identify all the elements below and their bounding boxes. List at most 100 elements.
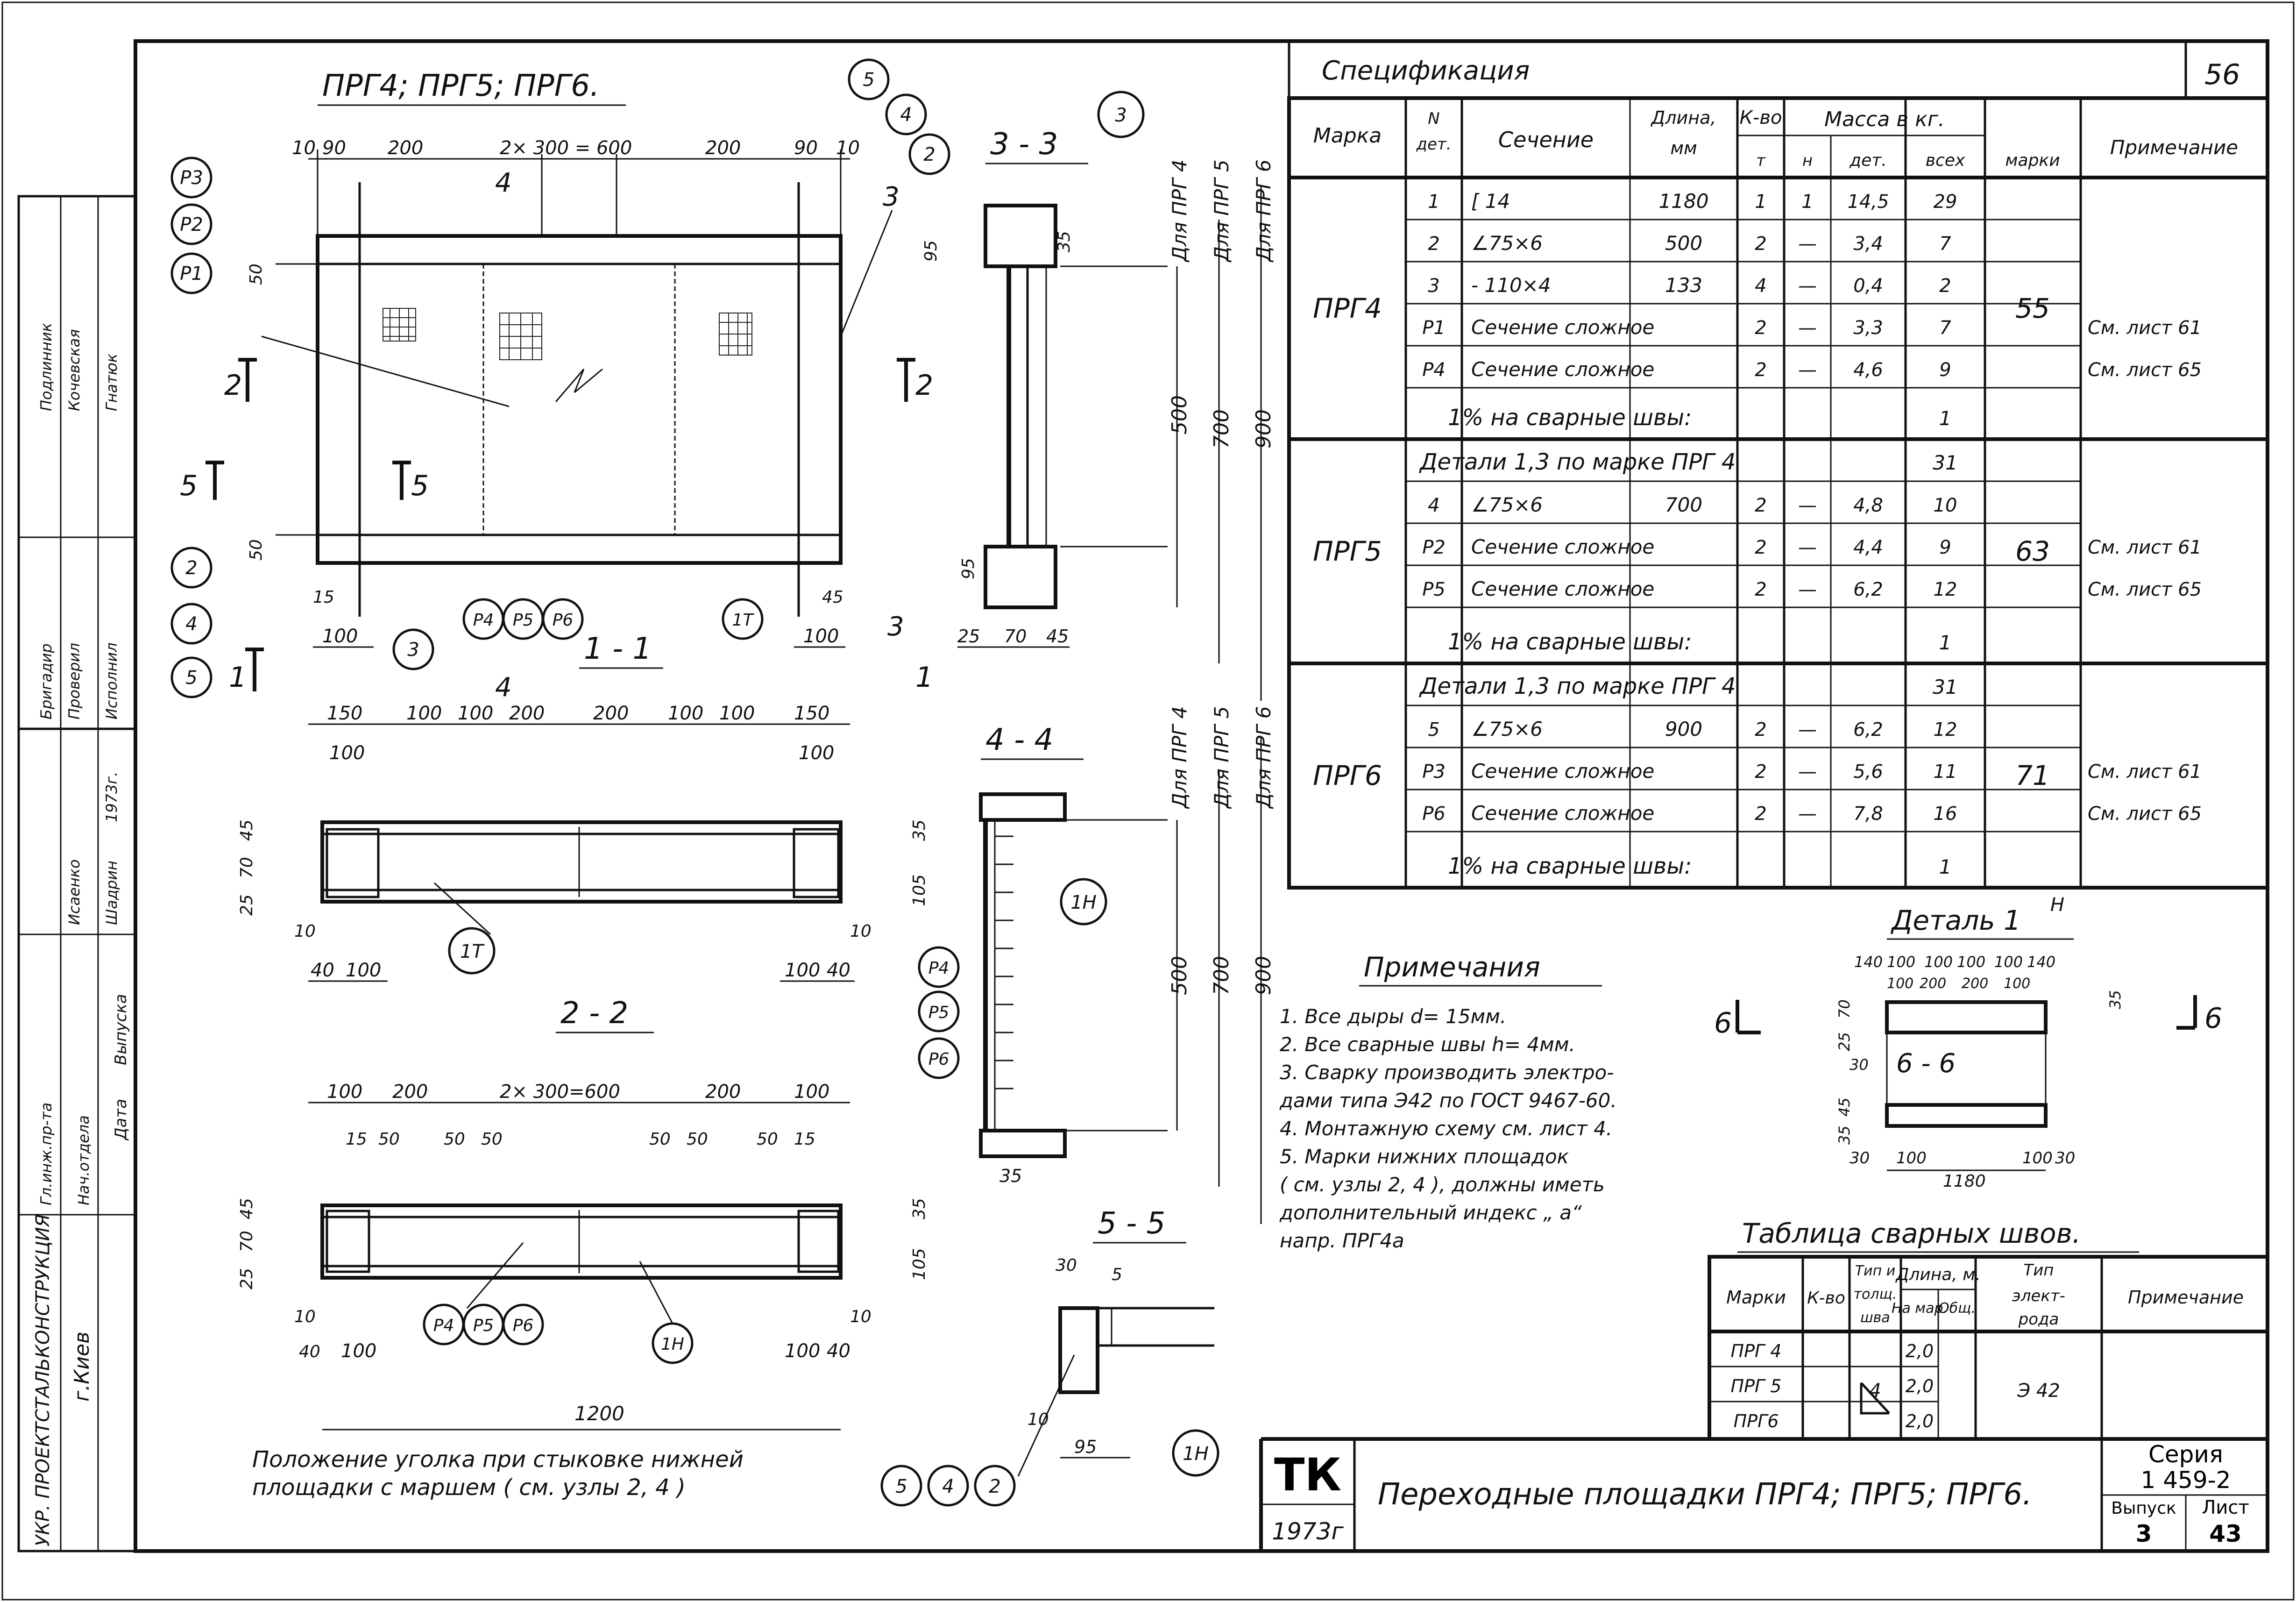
spec-head-row: Детали 1,3 по марке ПРГ 4 xyxy=(1419,673,1736,699)
bubble-label: 4 xyxy=(942,1476,954,1497)
table-cell-text: 1 xyxy=(1755,191,1766,213)
dim-label: 30 xyxy=(1850,1149,1870,1168)
dim-label: 35 xyxy=(1055,231,1074,252)
table-cell-text: Сечение сложное xyxy=(1471,316,1654,339)
table-cell-text: — xyxy=(1798,803,1817,825)
spec-note: См. лист 61 xyxy=(2088,761,2202,783)
dim-label: 40 xyxy=(299,1342,320,1361)
table-cell-text: — xyxy=(1798,233,1817,255)
bubble-label: 5 xyxy=(185,667,197,689)
note-line: дами типа Э42 по ГОСТ 9467-60. xyxy=(1279,1089,1617,1112)
bubble-label: 5 xyxy=(863,69,874,91)
dim-label: 50 xyxy=(444,1130,465,1149)
side-name: Шадрин xyxy=(103,861,120,925)
dim-label: 70 xyxy=(237,857,256,878)
table-cell-text: 9 xyxy=(1939,359,1951,381)
table-cell-text: 4,6 xyxy=(1853,359,1883,381)
note-line: 3. Сварку производить электро- xyxy=(1280,1061,1614,1084)
for-label: Для ПРГ 4 xyxy=(1168,159,1191,263)
side-role: Бригадир xyxy=(37,643,55,719)
weld-header: рода xyxy=(2018,1310,2059,1329)
cut-mark: 3 xyxy=(887,612,904,642)
dim-label: 900 xyxy=(1252,956,1276,995)
table-cell-text: 2 xyxy=(1755,579,1766,600)
spec-note: См. лист 65 xyxy=(2088,579,2202,600)
dim-label: 100 xyxy=(794,1081,829,1103)
dim-label: 100 xyxy=(719,703,755,724)
weld-header: Примечание xyxy=(2128,1287,2244,1308)
dim-label: 100 xyxy=(1887,953,1915,971)
dim-label: 10 xyxy=(850,1307,872,1326)
table-cell-text: — xyxy=(1798,495,1817,516)
dim-label: 100 xyxy=(1896,1149,1927,1168)
dim-label: 45 xyxy=(822,588,843,607)
detail-sup: Н xyxy=(2050,894,2064,916)
dim-label: 10 xyxy=(836,137,860,159)
dim-label: 35 xyxy=(910,819,929,841)
sheet-label: Лист xyxy=(2202,1497,2249,1518)
spec-weld-row: 1% на сварные швы: xyxy=(1448,629,1692,655)
dim-label: 10 xyxy=(294,922,316,941)
spec-header: К-во xyxy=(1740,107,1782,128)
dim-label: 30 xyxy=(1850,1056,1869,1074)
bubble-label: Р6 xyxy=(553,611,574,630)
table-cell-text: ∠75×6 xyxy=(1471,718,1543,740)
dim-label: 900 xyxy=(1252,409,1276,449)
dim-label: 15 xyxy=(794,1130,815,1149)
bubble-label: 3 xyxy=(407,639,419,661)
dim-label: 90 xyxy=(794,137,818,159)
table-cell-text: 4,4 xyxy=(1853,537,1883,558)
bubble-label: Р6 xyxy=(513,1316,534,1335)
table-cell-text: 1 xyxy=(1939,855,1952,878)
spec-mark: ПРГ5 xyxy=(1313,535,1382,567)
dim-label: 95 xyxy=(921,240,941,262)
dim-label: 45 xyxy=(237,1198,256,1219)
table-cell-text: 12 xyxy=(1934,719,1957,740)
table-cell-text: 6,2 xyxy=(1853,719,1883,740)
side-name: Исаенко xyxy=(65,859,83,925)
table-cell-text: 7 xyxy=(1939,233,1951,255)
weld-header: элект- xyxy=(2012,1287,2065,1305)
spec-header: марки xyxy=(2005,151,2060,170)
section-3-3: 3 - 3 500 700 900 Для ПРГ 4 Для ПРГ 5 Дл… xyxy=(921,127,1276,701)
table-cell-text: Р1 xyxy=(1422,317,1446,339)
dim-label: 10 xyxy=(294,1307,316,1326)
detail-title: Деталь 1 xyxy=(1890,904,2021,936)
spec-header: Масса в кг. xyxy=(1824,107,1945,131)
table-cell-text: 500 xyxy=(1665,232,1702,255)
weld-table: Таблица сварных швов. xyxy=(1708,1218,2269,1441)
weld-header: Общ. xyxy=(1938,1300,1976,1317)
dim-label: 100 xyxy=(329,742,365,764)
dim-label: 70 xyxy=(237,1231,256,1252)
bubble-group: Р3 Р2 Р1 2 4 5 3 Р4 Р5 Р6 1Т 5 4 2 3 xyxy=(170,58,1145,698)
weld-table-title: Таблица сварных швов. xyxy=(1742,1218,2081,1249)
side-role: Кочевская xyxy=(65,329,83,411)
spec-header: т xyxy=(1756,151,1766,170)
bubble-label: 2 xyxy=(923,144,935,165)
dim-label: 25 xyxy=(1835,1032,1853,1051)
spec-header: н xyxy=(1802,151,1813,170)
dim-label: 70 xyxy=(1835,999,1853,1018)
table-cell-text: 2 xyxy=(1755,317,1766,339)
table-cell-text: 5,6 xyxy=(1853,761,1883,783)
dim-label: 100 xyxy=(2004,975,2030,992)
issue-label: Выпуск xyxy=(2111,1499,2176,1518)
table-cell-text: Р6 xyxy=(1422,803,1446,825)
dim-label: 100 xyxy=(1924,953,1953,971)
dim-label: 100 xyxy=(406,703,442,724)
dim-label: 200 xyxy=(1962,975,1988,992)
cut-markers: 2 2 5 5 4 4 1 1 3 3 xyxy=(180,168,933,703)
table-cell-text: 5 xyxy=(1428,719,1439,740)
table-cell-text: 2 xyxy=(1428,233,1439,255)
for-label: Для ПРГ 6 xyxy=(1252,159,1275,263)
spec-note: См. лист 61 xyxy=(2088,537,2202,558)
table-cell-text: — xyxy=(1798,719,1817,740)
spec-header: N xyxy=(1428,109,1439,128)
cut-mark: 4 xyxy=(495,672,512,703)
dim-label: 50 xyxy=(649,1130,671,1149)
spec-header: Марка xyxy=(1313,124,1382,148)
cut-mark: 6 xyxy=(2204,1002,2222,1035)
